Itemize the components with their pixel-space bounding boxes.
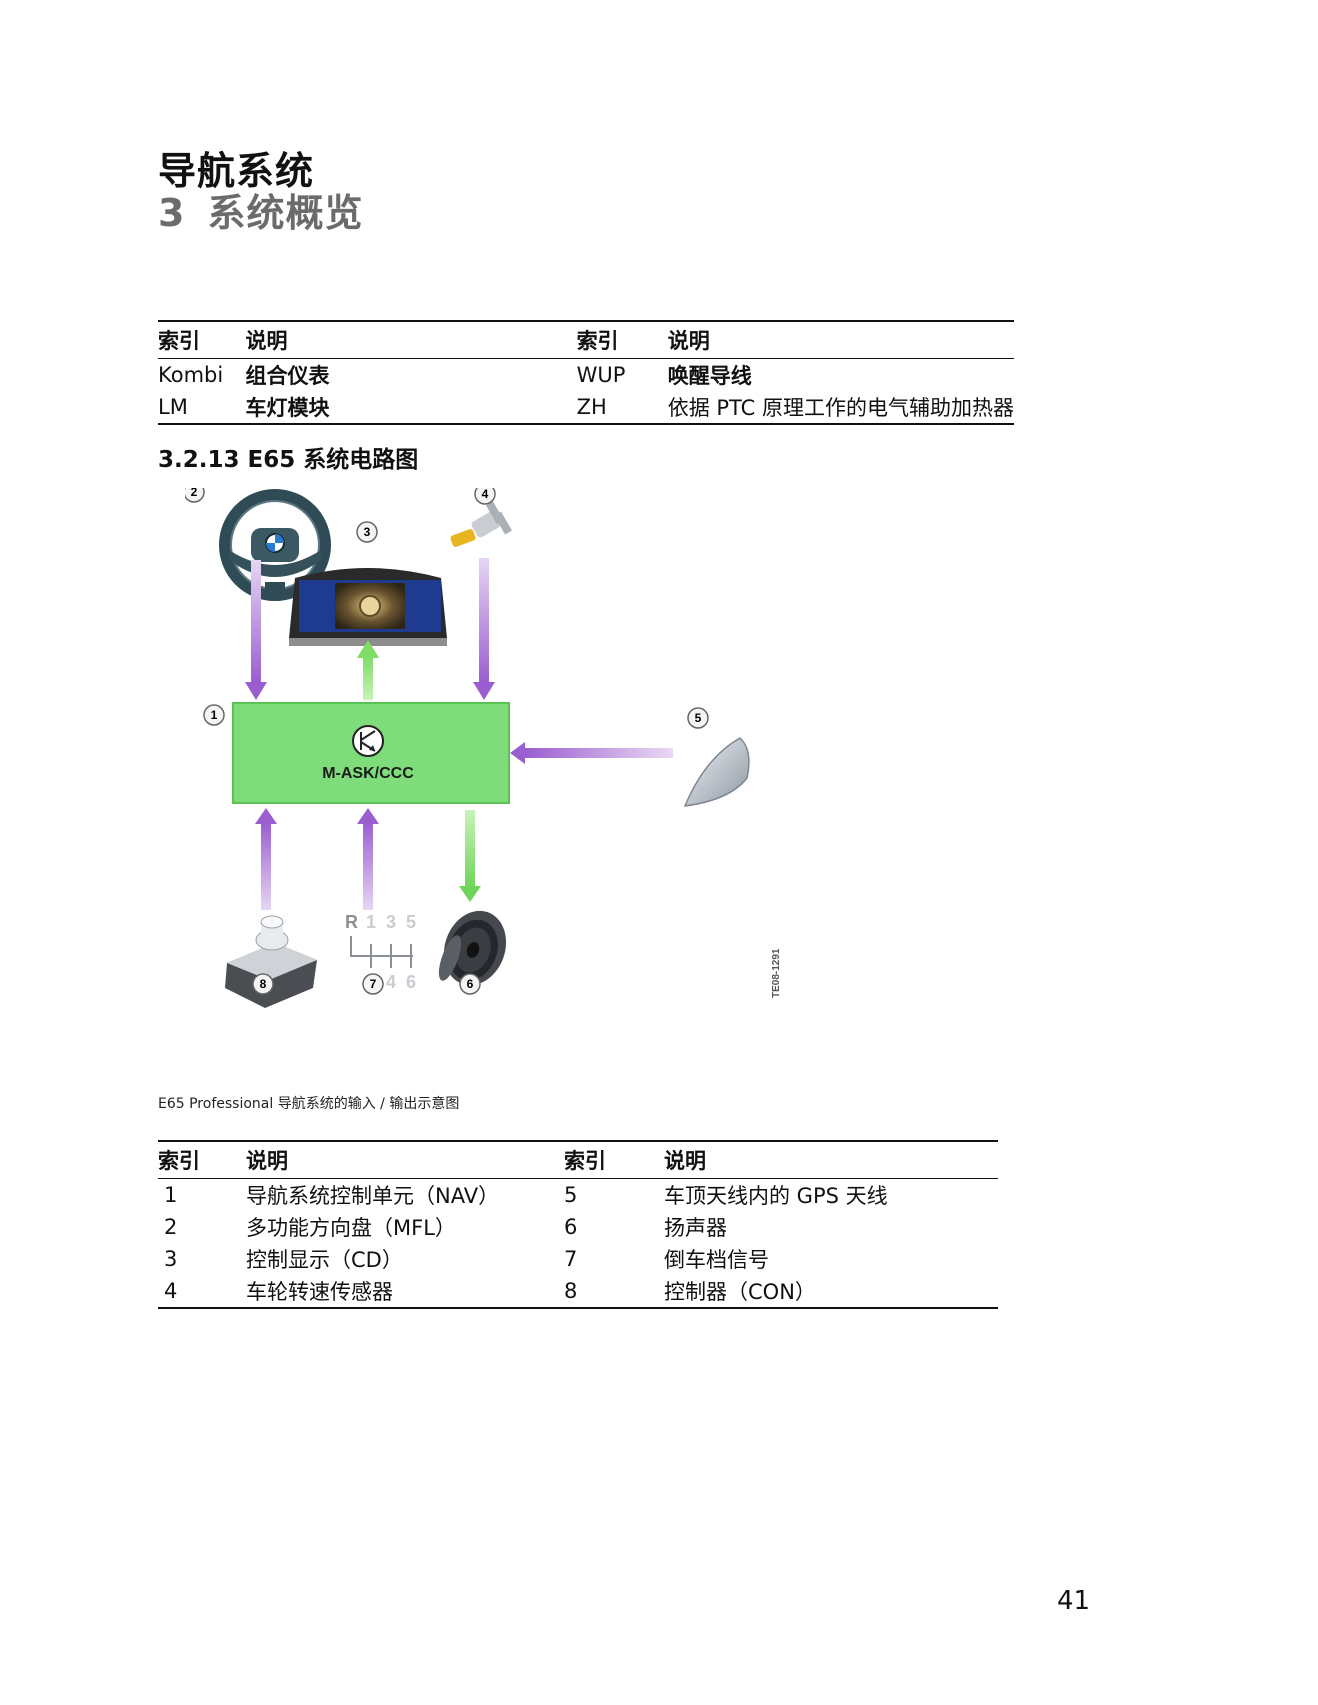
control-display-icon	[289, 568, 447, 646]
table-cell: 7	[564, 1247, 578, 1271]
table-cell: 车轮转速传感器	[246, 1275, 564, 1309]
system-circuit-diagram: M-ASK/CCC R 1 3 5 2 4 6	[185, 488, 782, 1008]
table-cell: 组合仪表	[245, 364, 330, 388]
callout-6: 6	[459, 973, 481, 995]
table-header: 索引	[158, 320, 246, 359]
table-header: 说明	[664, 1140, 998, 1179]
table-cell: 1	[164, 1183, 178, 1207]
arrow-controller-to-nav	[255, 808, 277, 910]
table-header: 说明	[246, 1140, 564, 1179]
table-cell: 控制器（CON）	[664, 1275, 998, 1309]
callout-5: 5	[687, 707, 709, 729]
wheel-speed-sensor-icon	[450, 501, 512, 547]
arrow-nav-to-display	[357, 640, 379, 700]
steering-wheel-icon	[219, 489, 331, 601]
page-title: 导航系统	[158, 149, 315, 193]
callout-number: 4	[482, 488, 489, 501]
callout-number: 6	[467, 977, 474, 991]
callout-number: 3	[364, 525, 371, 539]
figure-caption: E65 Professional 导航系统的输入 / 输出示意图	[158, 1096, 460, 1112]
callout-2: 2	[185, 488, 205, 503]
table-cell: 2	[164, 1215, 178, 1239]
table-row: 2 多功能方向盘（MFL） 6 扬声器	[158, 1211, 998, 1243]
gear-label: R	[345, 912, 358, 932]
gear-label: 6	[406, 972, 416, 992]
table-cell: 车灯模块	[245, 391, 577, 425]
transistor-icon	[352, 725, 384, 757]
section-title: 3.2.13 E65 系统电路图	[158, 447, 419, 473]
gear-label: 5	[406, 912, 416, 932]
table-cell: LM	[158, 391, 246, 425]
control-unit-label: M-ASK/CCC	[322, 765, 414, 782]
arrow-steering-to-nav	[245, 560, 267, 700]
table-header: 说明	[667, 320, 1014, 359]
table-row: Kombi 组合仪表 WUP 唤醒导线	[158, 359, 1014, 392]
table-row: 1 导航系统控制单元（NAV） 5 车顶天线内的 GPS 天线	[158, 1179, 998, 1212]
callout-3: 3	[356, 521, 378, 543]
table-cell: 5	[564, 1183, 578, 1207]
table-row: 3 控制显示（CD） 7 倒车档信号	[158, 1243, 998, 1275]
table-cell: 8	[564, 1275, 664, 1309]
callout-number: 7	[370, 977, 377, 991]
arrow-nav-to-speaker	[459, 810, 481, 902]
table-cell: 扬声器	[664, 1216, 727, 1240]
table-cell: 4	[158, 1275, 246, 1309]
abbreviation-table: 索引 说明 索引 说明 Kombi 组合仪表 WUP 唤醒导线 LM 车灯模块 …	[158, 320, 1014, 425]
table-row: 4 车轮转速传感器 8 控制器（CON）	[158, 1275, 998, 1309]
arrow-reverse-to-nav	[357, 808, 379, 910]
table-cell: 多功能方向盘（MFL）	[246, 1216, 456, 1240]
table-cell: 依据 PTC 原理工作的电气辅助加热器	[667, 391, 1014, 425]
table-cell: 导航系统控制单元（NAV）	[246, 1184, 500, 1208]
gear-label: 4	[386, 972, 396, 992]
callout-number: 1	[211, 708, 218, 722]
table-cell: ZH	[576, 391, 668, 425]
table-cell: Kombi	[158, 363, 224, 387]
callout-7: 7	[362, 973, 384, 995]
table-cell: 控制显示（CD）	[246, 1248, 403, 1272]
table-cell: 6	[564, 1215, 578, 1239]
table-row: LM 车灯模块 ZH 依据 PTC 原理工作的电气辅助加热器	[158, 391, 1014, 425]
legend-table: 索引 说明 索引 说明 1 导航系统控制单元（NAV） 5 车顶天线内的 GPS…	[158, 1140, 998, 1309]
nav-control-unit: M-ASK/CCC	[232, 702, 510, 804]
arrow-sensor-to-nav	[473, 558, 495, 700]
callout-number: 5	[695, 711, 702, 725]
controller-icon	[225, 915, 317, 1008]
table-cell: 唤醒导线	[667, 364, 752, 388]
callout-number: 8	[260, 977, 267, 991]
chapter-title: 系统概览	[207, 191, 364, 235]
table-header: 索引	[158, 1140, 246, 1179]
chapter-number: 3	[158, 191, 186, 235]
gear-label: 1	[366, 912, 376, 932]
table-cell: WUP	[576, 363, 626, 387]
callout-number: 2	[191, 488, 198, 499]
arrow-antenna-to-nav	[510, 742, 673, 764]
table-cell: 倒车档信号	[664, 1248, 769, 1272]
table-header: 索引	[564, 1140, 664, 1179]
table-header: 说明	[245, 320, 577, 359]
gear-label: 3	[386, 912, 396, 932]
gps-antenna-icon	[683, 737, 750, 807]
callout-1: 1	[203, 704, 225, 726]
chapter-heading: 3 系统概览	[158, 182, 363, 237]
reference-code: TE08-1291	[771, 948, 782, 998]
callout-4: 4	[474, 488, 496, 505]
table-header: 索引	[576, 320, 668, 359]
page-number: 41	[1057, 1586, 1091, 1616]
speaker-icon	[438, 910, 507, 986]
callout-8: 8	[252, 973, 274, 995]
table-cell: 3	[164, 1247, 178, 1271]
table-cell: 车顶天线内的 GPS 天线	[664, 1184, 888, 1208]
